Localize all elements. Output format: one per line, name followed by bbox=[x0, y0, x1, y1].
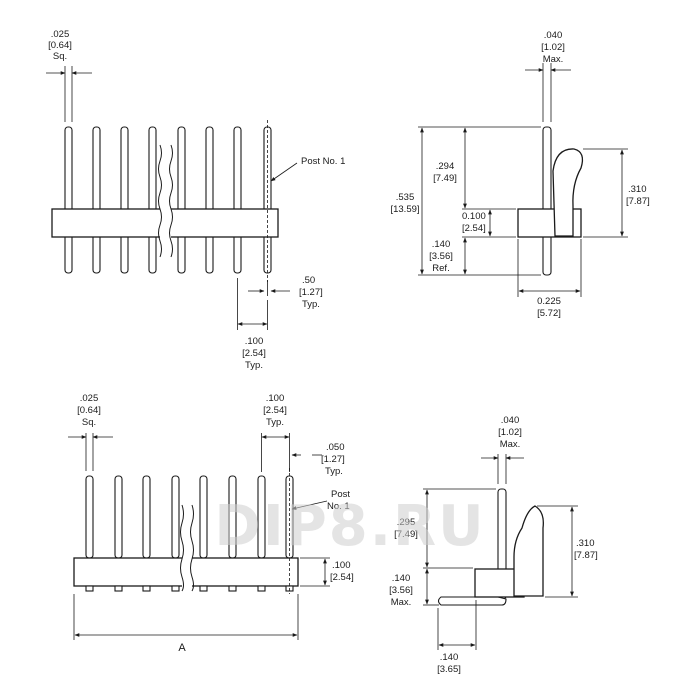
top-side-pin bbox=[542, 126, 552, 276]
bottom-side-latch bbox=[513, 505, 544, 597]
top-side-lower-len-3: Ref. bbox=[432, 263, 449, 274]
bottom-side-thickness-3: Max. bbox=[500, 439, 521, 450]
top-front-pitch-3: Typ. bbox=[245, 360, 263, 371]
bottom-side-upper-len-1: .295 bbox=[397, 517, 416, 528]
bottom-front-length-label: A bbox=[178, 642, 186, 654]
bottom-front-post-label-2: No. 1 bbox=[327, 501, 350, 512]
top-front-view: .025 [0.64] Sq. Post No. 1 .50 [1.27] Ty… bbox=[46, 29, 345, 371]
top-side-lower-len-1: .140 bbox=[432, 239, 451, 250]
top-front-half-pitch-3: Typ. bbox=[302, 299, 320, 310]
bottom-front-body-h-2: [2.54] bbox=[330, 572, 354, 583]
bottom-front-half-pitch-3: Typ. bbox=[325, 466, 343, 477]
bottom-front-pitch-2: [2.54] bbox=[263, 405, 287, 416]
bottom-front-pitch-3: Typ. bbox=[266, 417, 284, 428]
bottom-side-lower-len-3: Max. bbox=[391, 597, 412, 608]
top-side-body-h-1: 0.100 bbox=[462, 211, 486, 222]
bottom-side-foot-len-2: [3.65] bbox=[437, 664, 461, 675]
watermark: DIP8.RU bbox=[214, 494, 485, 559]
top-side-total-len-1: .535 bbox=[396, 192, 415, 203]
top-front-half-pitch-2: [1.27] bbox=[299, 287, 323, 298]
bottom-side-height-1: .310 bbox=[576, 538, 595, 549]
top-side-thickness-3: Max. bbox=[543, 54, 564, 65]
bottom-side-thickness-2: [1.02] bbox=[498, 427, 522, 438]
top-front-pitch-1: .100 bbox=[245, 336, 264, 347]
bottom-side-thickness-1: .040 bbox=[501, 415, 520, 426]
top-side-upper-len-1: .294 bbox=[436, 161, 455, 172]
bottom-side-view: .040 [1.02] Max. .295 [7.49] .140 [3.56]… bbox=[389, 415, 598, 675]
top-front-pin-width-2: [0.64] bbox=[48, 40, 72, 51]
top-side-body-h-2: [2.54] bbox=[462, 223, 486, 234]
bottom-front-half-pitch-1: .050 bbox=[326, 442, 345, 453]
top-front-post-label: Post No. 1 bbox=[301, 156, 345, 167]
top-side-upper-len-2: [7.49] bbox=[433, 173, 457, 184]
bottom-side-upper-len-2: [7.49] bbox=[394, 529, 418, 540]
bottom-side-lower-len-1: .140 bbox=[392, 573, 411, 584]
top-side-depth-1: 0.225 bbox=[537, 296, 561, 307]
bottom-front-pitch-1: .100 bbox=[266, 393, 285, 404]
bottom-front-view: .025 [0.64] Sq. .100 [2.54] Typ. .050 [1… bbox=[68, 393, 354, 654]
top-front-pin-width-3: Sq. bbox=[53, 51, 67, 62]
top-side-view: .040 [1.02] Max. .535 [13.59] .294 [7.49… bbox=[390, 30, 649, 319]
top-side-height-1: .310 bbox=[628, 184, 647, 195]
top-side-latch bbox=[552, 148, 584, 237]
bottom-side-pin-foot bbox=[437, 596, 507, 606]
bottom-front-pin-width-2: [0.64] bbox=[77, 405, 101, 416]
bottom-side-foot-len-1: .140 bbox=[440, 652, 459, 663]
top-front-half-pitch-1: .50 bbox=[302, 275, 315, 286]
top-side-lower-len-2: [3.56] bbox=[429, 251, 453, 262]
bottom-side-height-2: [7.87] bbox=[574, 550, 598, 561]
bottom-front-body-h-1: .100 bbox=[332, 560, 351, 571]
bottom-front-post-label-1: Post bbox=[331, 489, 350, 500]
top-side-height-2: [7.87] bbox=[626, 196, 650, 207]
bottom-front-half-pitch-2: [1.27] bbox=[321, 454, 345, 465]
top-side-thickness-1: .040 bbox=[544, 30, 563, 41]
top-side-depth-2: [5.72] bbox=[537, 308, 561, 319]
top-side-thickness-2: [1.02] bbox=[541, 42, 565, 53]
bottom-front-pin-width-1: .025 bbox=[80, 393, 99, 404]
top-side-total-len-2: [13.59] bbox=[390, 204, 419, 215]
bottom-front-pin-width-3: Sq. bbox=[82, 417, 96, 428]
top-front-pitch-2: [2.54] bbox=[242, 348, 266, 359]
top-front-pin-width-1: .025 bbox=[51, 29, 70, 40]
bottom-side-lower-len-2: [3.56] bbox=[389, 585, 413, 596]
